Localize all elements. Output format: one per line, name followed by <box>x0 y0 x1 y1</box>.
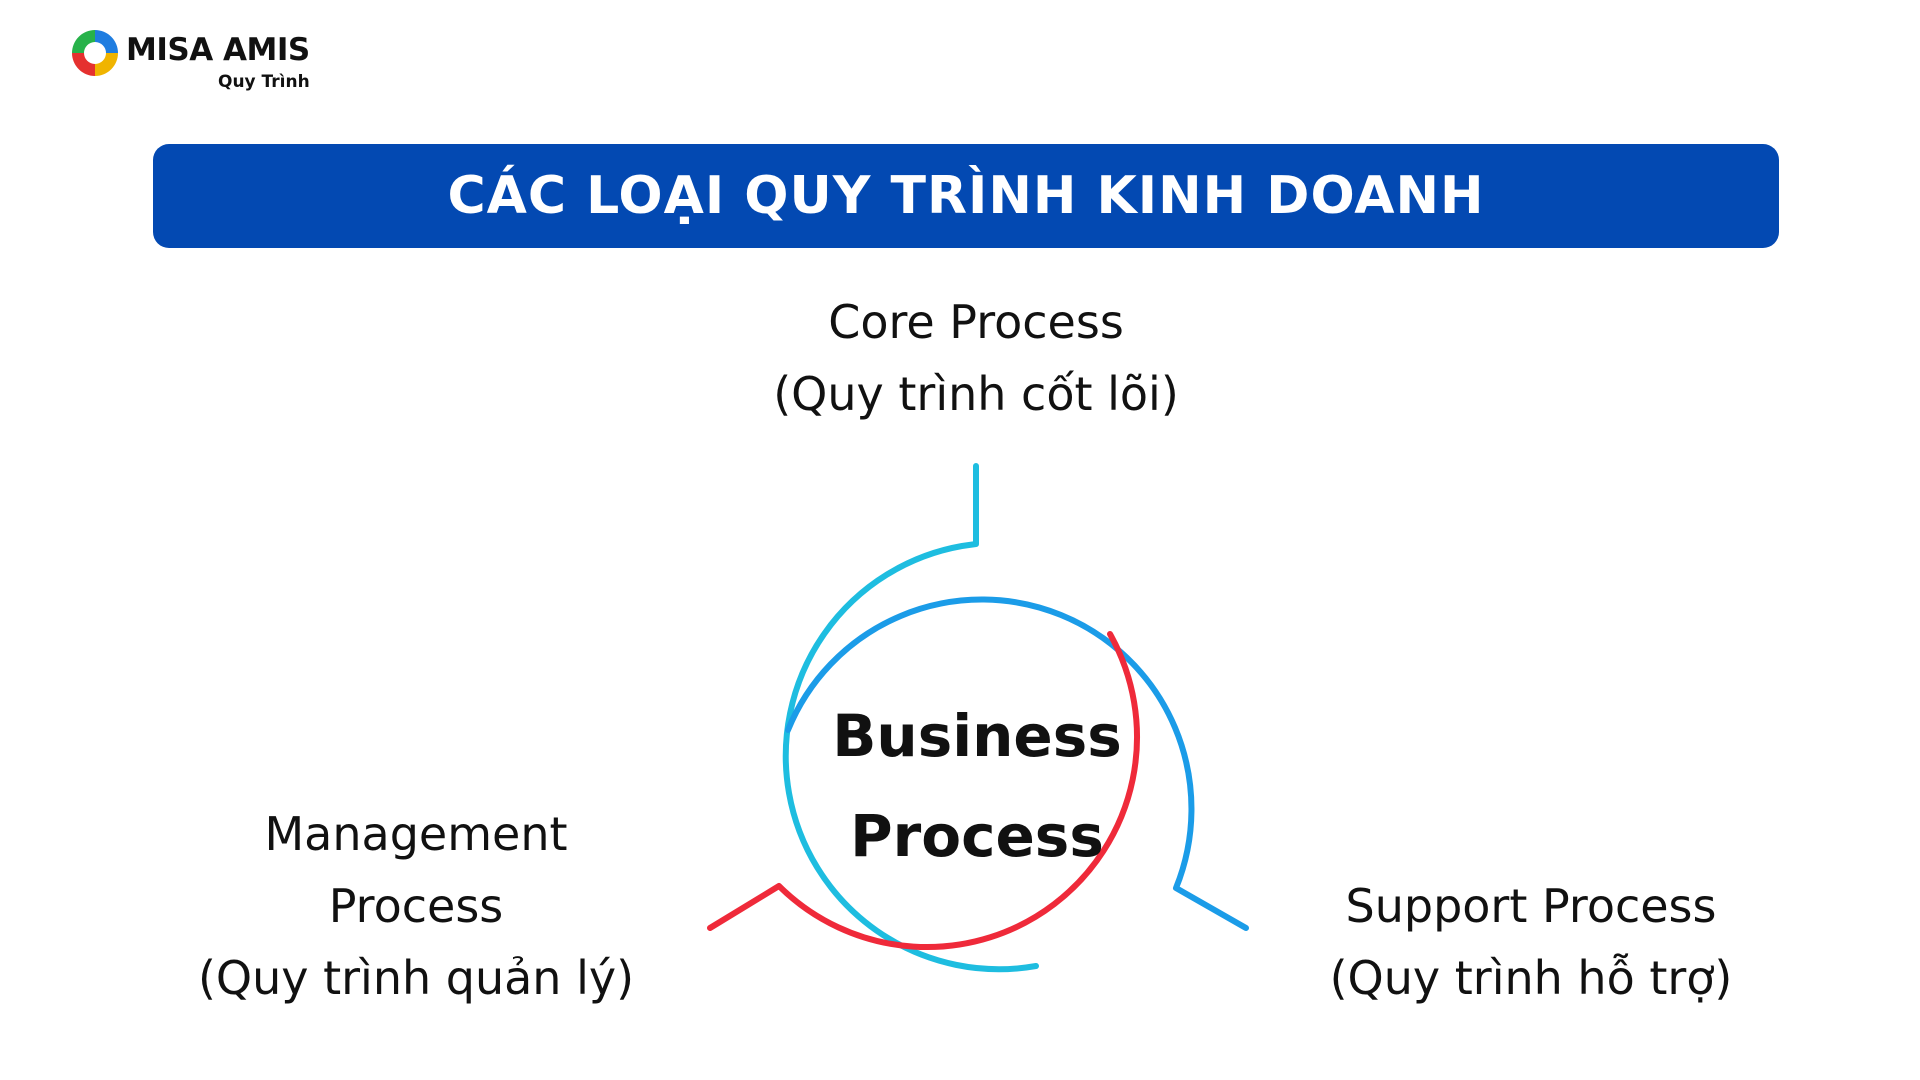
core-process-subtitle: (Quy trình cốt lõi) <box>773 367 1179 421</box>
support-process-subtitle: (Quy trình hỗ trợ) <box>1329 951 1733 1005</box>
support-process-title: Support Process <box>1345 879 1717 933</box>
management-process-label: Management Process (Quy trình quản lý) <box>116 798 716 1014</box>
management-process-title-2: Process <box>328 879 504 933</box>
support-process-label: Support Process (Quy trình hỗ trợ) <box>1231 870 1831 1014</box>
logo-subtitle: Quy Trình <box>218 72 310 92</box>
title-banner: CÁC LOẠI QUY TRÌNH KINH DOANH <box>153 144 1779 248</box>
core-process-label: Core Process (Quy trình cốt lõi) <box>676 286 1276 430</box>
center-line-1: Business <box>832 702 1122 770</box>
management-process-title-1: Management <box>264 807 568 861</box>
logo-swirl-icon <box>72 30 118 76</box>
management-process-connector <box>707 631 1141 950</box>
core-process-connector <box>782 463 1039 973</box>
support-process-connector <box>785 596 1249 931</box>
logo-brand-text: MISA AMIS <box>126 32 310 68</box>
core-process-title: Core Process <box>828 295 1124 349</box>
management-process-subtitle: (Quy trình quản lý) <box>197 951 635 1005</box>
center-line-2: Process <box>850 802 1104 870</box>
page-title: CÁC LOẠI QUY TRÌNH KINH DOANH <box>447 166 1485 226</box>
business-process-center: Business Process <box>727 686 1227 886</box>
misa-amis-logo: MISA AMIS Quy Trình <box>68 26 328 96</box>
